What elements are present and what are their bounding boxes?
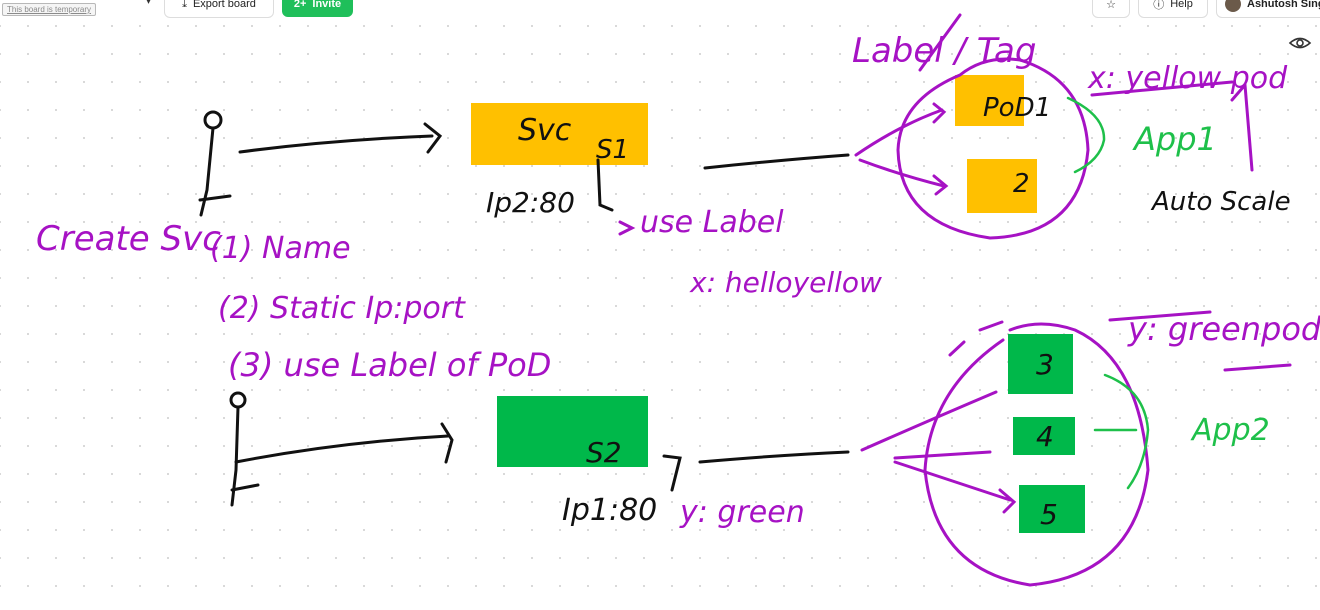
s1-label: S1 [596, 135, 629, 165]
green-ink-strokes [1066, 96, 1150, 490]
auto-scale-text: Auto Scale [1150, 187, 1291, 217]
invite-label: Invite [312, 0, 342, 10]
helloyellow-text: x: helloyellow [689, 266, 882, 299]
pod3-text: 3 [1036, 348, 1054, 381]
svc-s1-box[interactable] [471, 103, 648, 165]
chevron-down-icon[interactable]: ▾ [146, 0, 152, 7]
info-icon: ⓘ [1153, 0, 1165, 11]
avatar [1225, 0, 1241, 12]
eye-icon[interactable] [1288, 34, 1312, 52]
create-svc-text: Create Svc [36, 219, 221, 259]
yellow-pod-text: x: yellow pod [1087, 61, 1288, 96]
pod2-text: 2 [1013, 169, 1030, 199]
y-green-text: y: green [679, 495, 805, 530]
pod4-text: 4 [1036, 420, 1054, 453]
ip-s1-text: Ip2:80 [486, 186, 575, 219]
export-board-label: Export board [192, 0, 256, 10]
pod5-text: 5 [1040, 498, 1058, 531]
star-icon: ☆ [1106, 0, 1116, 11]
greenpod-text: y: greenpod [1127, 310, 1320, 348]
star-button[interactable]: ☆ [1092, 0, 1130, 18]
svc-box-text: Svc [518, 113, 572, 148]
ip-s2-text: Ip1:80 [562, 493, 657, 528]
help-button[interactable]: ⓘ Help [1138, 0, 1208, 18]
pod1-text: PoD1 [983, 93, 1051, 123]
pod1-box[interactable] [955, 75, 1024, 126]
help-label: Help [1170, 0, 1193, 10]
pod5-box[interactable] [1019, 485, 1085, 533]
s2-label: S2 [586, 436, 622, 469]
download-icon: ⤓ [182, 0, 187, 10]
app1-text: App1 [1132, 120, 1217, 158]
invite-button[interactable]: 2+ Invite [282, 0, 353, 17]
purple-ink-strokes [618, 13, 1292, 587]
svc-s2-box[interactable] [497, 396, 648, 467]
export-board-button[interactable]: ⤓ Export board [164, 0, 274, 18]
black-ink-strokes [198, 110, 850, 507]
pod3-box[interactable] [1008, 334, 1073, 394]
label-tag-text: Label / Tag [852, 31, 1036, 71]
step2-text: (2) Static Ip:port [218, 291, 466, 326]
step3-text: (3) use Label of PoD [228, 346, 551, 384]
top-toolbar: This board is temporary ▾ ⤓ Export board… [0, 0, 1320, 18]
pod4-box[interactable] [1013, 417, 1075, 455]
pod2-box[interactable] [967, 159, 1037, 213]
use-label-text: use Label [640, 205, 784, 240]
app2-text: App2 [1190, 413, 1270, 448]
step1-text: (1) Name [210, 231, 351, 266]
user-name: Ashutosh Singh [1247, 0, 1320, 10]
add-user-icon: 2+ [293, 0, 307, 10]
temporary-board-notice[interactable]: This board is temporary [2, 3, 97, 16]
user-menu[interactable]: Ashutosh Singh [1216, 0, 1320, 18]
